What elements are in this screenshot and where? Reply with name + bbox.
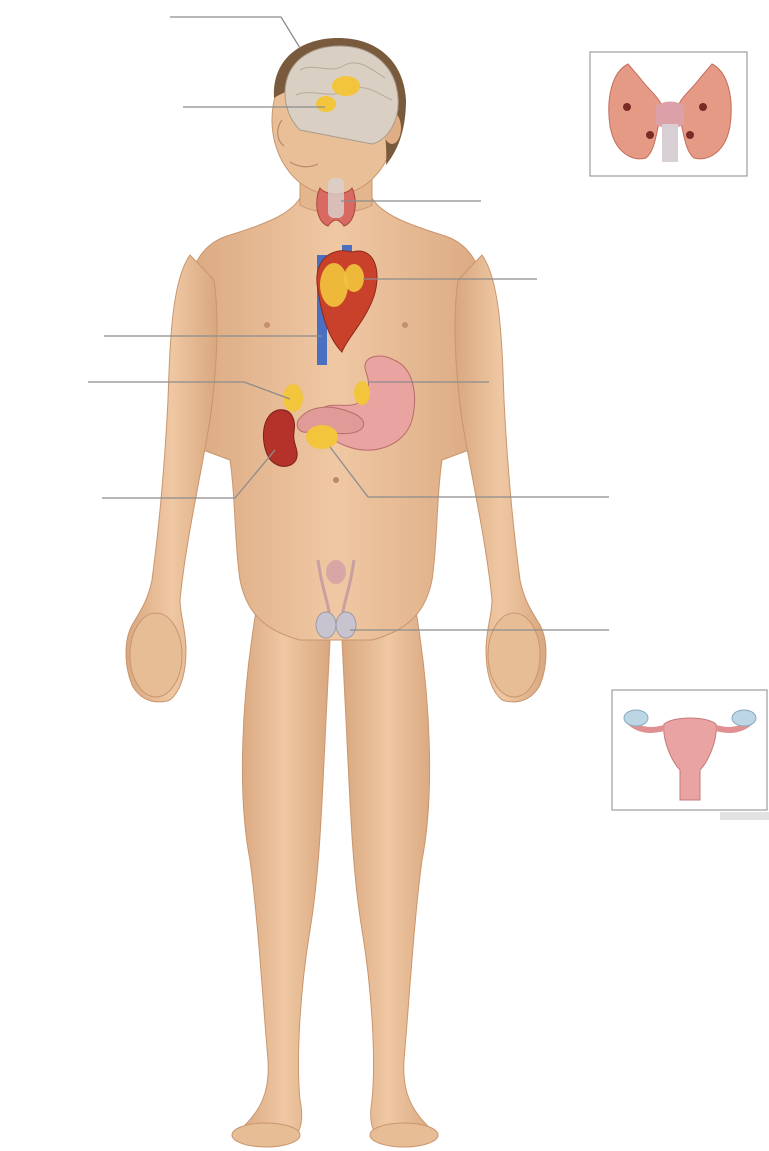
- left-leg: [238, 600, 330, 1146]
- ovary-inset: [612, 690, 769, 820]
- ovary-right: [732, 710, 756, 726]
- ovary-left: [624, 710, 648, 726]
- nipple-left: [264, 322, 270, 328]
- thyroid-inset: [590, 52, 747, 176]
- leader-line-pineal[interactable]: [170, 17, 300, 48]
- right-hand: [488, 613, 540, 697]
- parathyroid-dot-2: [646, 131, 654, 139]
- testis-right: [336, 612, 356, 638]
- left-hand: [130, 613, 182, 697]
- right-leg: [342, 600, 434, 1146]
- pancreas-islets: [306, 425, 338, 449]
- trachea: [328, 178, 344, 218]
- ovary-inset-shadow: [720, 812, 769, 820]
- parathyroid-dot-4: [686, 131, 694, 139]
- adrenal-gland-right: [354, 381, 370, 405]
- nipple-right: [402, 322, 408, 328]
- testis-left: [316, 612, 336, 638]
- parathyroid-dot-1: [623, 103, 631, 111]
- left-foot: [232, 1123, 300, 1147]
- navel: [333, 477, 339, 483]
- pineal-gland: [332, 76, 360, 96]
- thyroid-inset-trachea: [662, 124, 678, 162]
- parathyroid-dot-3: [699, 103, 707, 111]
- pituitary-hypothalamus: [316, 96, 336, 112]
- right-foot: [370, 1123, 438, 1147]
